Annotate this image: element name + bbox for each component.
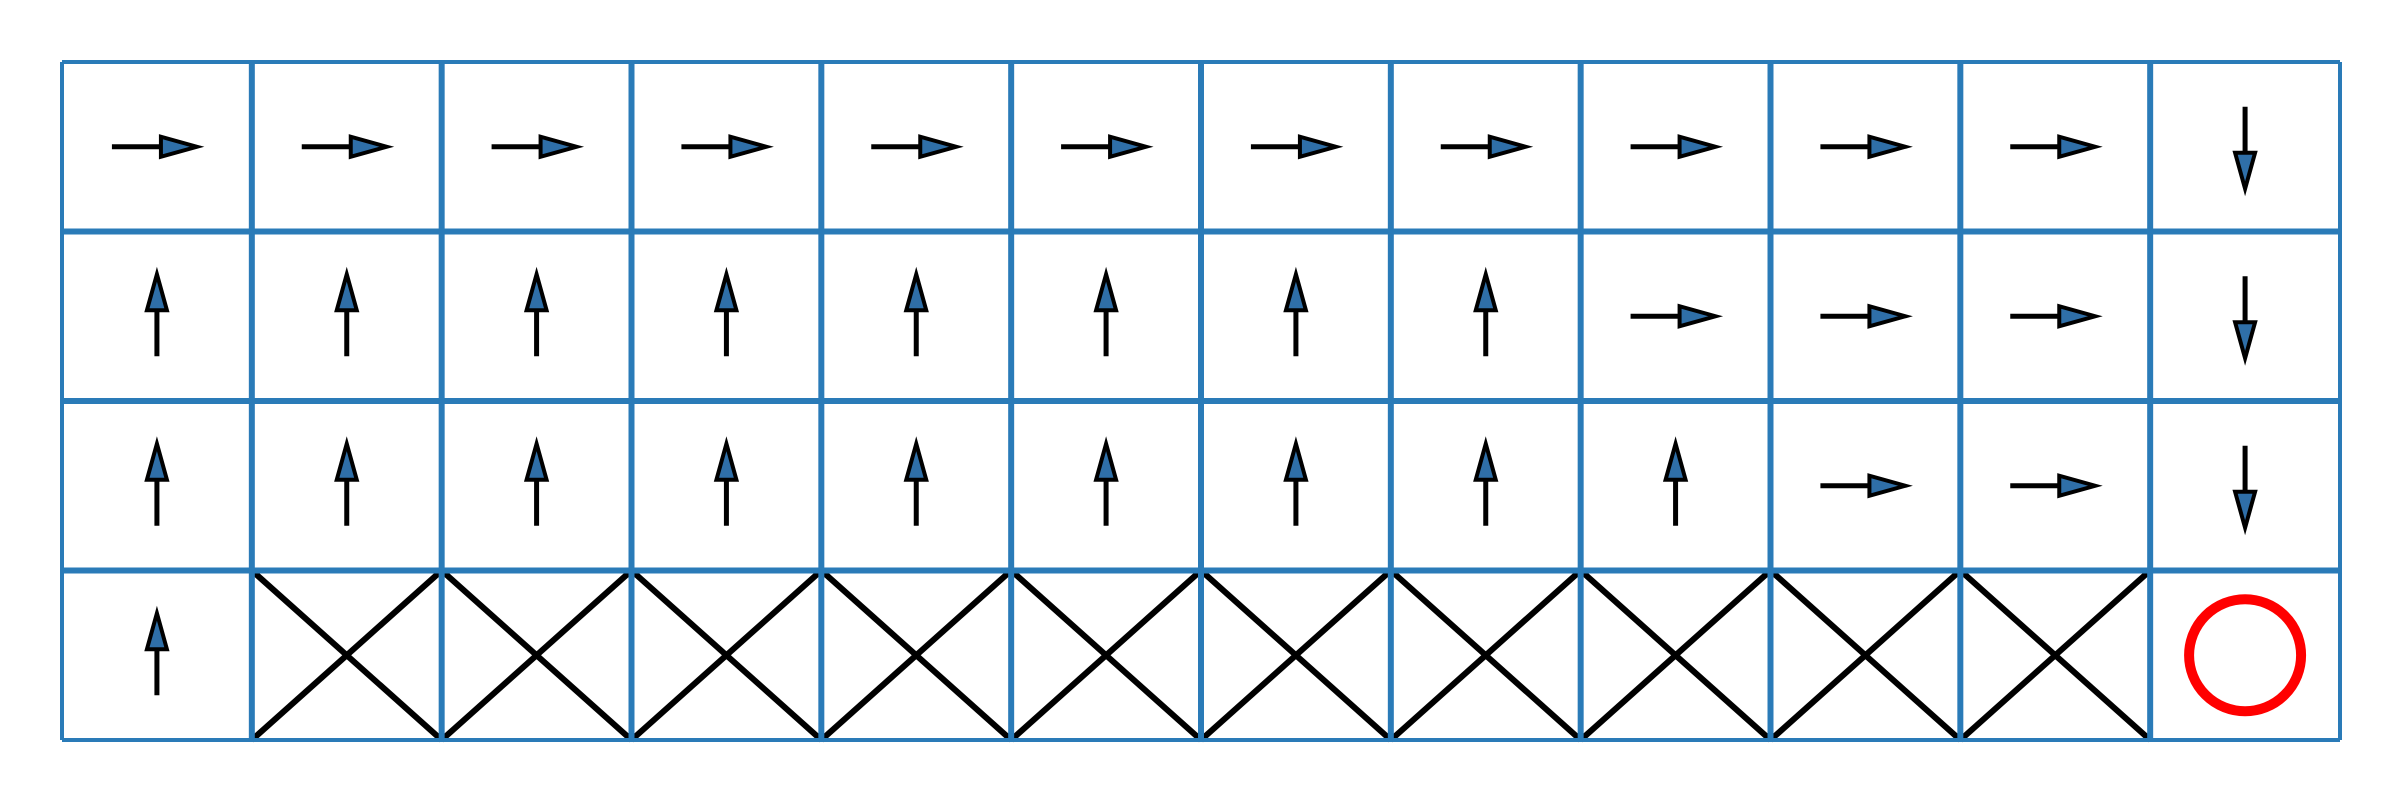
arrow-right-icon xyxy=(2010,303,2103,329)
arrow-down-icon xyxy=(2232,445,2258,536)
arrow-head xyxy=(334,266,360,313)
arrow-right-icon xyxy=(301,134,395,160)
arrow-head xyxy=(2057,473,2103,499)
arrow-head xyxy=(903,436,929,482)
arrow-up-icon xyxy=(1283,436,1309,526)
cliff-x-icon xyxy=(249,568,444,743)
arrow-up-icon xyxy=(713,436,740,526)
arrow-up-icon xyxy=(523,436,550,526)
arrow-head xyxy=(713,436,740,482)
arrow-head xyxy=(144,266,170,313)
arrow-right-icon xyxy=(1630,134,1724,160)
arrow-head xyxy=(903,266,929,313)
arrow-up-icon xyxy=(1093,266,1119,357)
arrow-right-icon xyxy=(2010,473,2103,499)
arrow-up-icon xyxy=(1473,436,1499,526)
arrow-head xyxy=(1867,134,1913,160)
arrow-right-icon xyxy=(681,134,774,160)
arrow-up-icon xyxy=(1093,436,1119,526)
cliff-x-stroke xyxy=(1768,568,1963,743)
arrow-down-icon xyxy=(2232,276,2258,366)
arrow-head xyxy=(1867,473,1913,499)
cliff-x-icon xyxy=(1578,568,1773,743)
cliff-x-stroke xyxy=(1199,568,1393,743)
arrow-head xyxy=(1108,134,1154,160)
arrow-right-icon xyxy=(2010,134,2103,160)
arrow-head xyxy=(2057,303,2103,329)
arrow-up-icon xyxy=(903,266,929,357)
cliff-x-stroke xyxy=(819,568,1014,743)
cliff-x-stroke xyxy=(1958,568,2153,743)
arrow-head xyxy=(1473,436,1499,482)
arrow-up-icon xyxy=(713,266,740,357)
cliff-x-icon xyxy=(1768,568,1963,743)
arrow-up-icon xyxy=(334,266,360,357)
arrow-right-icon xyxy=(1820,473,1913,499)
arrow-head xyxy=(334,436,360,482)
arrow-right-icon xyxy=(1630,303,1724,329)
arrow-head xyxy=(1283,266,1309,313)
arrow-up-icon xyxy=(1662,436,1689,526)
arrow-head xyxy=(1677,134,1724,160)
arrow-head xyxy=(348,134,395,160)
arrow-head xyxy=(1297,134,1344,160)
arrow-head xyxy=(1283,436,1309,482)
grid-lines xyxy=(60,60,2342,742)
arrow-head xyxy=(2232,320,2258,366)
arrow-up-icon xyxy=(523,266,550,357)
arrow-right-icon xyxy=(491,134,585,160)
arrow-head xyxy=(2232,150,2258,197)
arrow-head xyxy=(1677,303,1724,329)
goal-circle-icon xyxy=(2184,594,2307,717)
cells-layer xyxy=(111,106,2307,743)
cliff-x-stroke xyxy=(1009,568,1203,743)
arrow-right-icon xyxy=(111,134,205,160)
cliff-x-icon xyxy=(819,568,1014,743)
cliff-x-icon xyxy=(629,568,824,743)
arrow-up-icon xyxy=(144,266,170,357)
arrow-right-icon xyxy=(1061,134,1154,160)
arrow-up-icon xyxy=(144,605,170,696)
cliff-x-stroke xyxy=(629,568,824,743)
arrow-right-icon xyxy=(1250,134,1344,160)
cliff-x-icon xyxy=(439,568,634,743)
arrow-head xyxy=(2232,489,2258,536)
arrow-down-icon xyxy=(2232,106,2258,197)
arrow-head xyxy=(1487,134,1534,160)
arrow-head xyxy=(1093,266,1119,313)
cliff-x-stroke xyxy=(439,568,634,743)
arrow-head xyxy=(158,134,205,160)
arrow-up-icon xyxy=(144,436,170,526)
cliff-x-icon xyxy=(1388,568,1583,743)
arrow-head xyxy=(2057,134,2103,160)
arrow-right-icon xyxy=(1820,303,1913,329)
arrow-up-icon xyxy=(1473,266,1499,357)
cliff-x-icon xyxy=(1009,568,1203,743)
goal-ring xyxy=(2184,594,2307,717)
arrow-up-icon xyxy=(1283,266,1309,357)
arrow-head xyxy=(918,134,964,160)
arrow-head xyxy=(1473,266,1499,313)
arrow-head xyxy=(144,605,170,652)
arrow-up-icon xyxy=(334,436,360,526)
arrow-head xyxy=(523,266,550,313)
arrow-head xyxy=(1867,303,1913,329)
arrow-head xyxy=(144,436,170,482)
arrow-head xyxy=(1093,436,1119,482)
cliff-x-stroke xyxy=(1388,568,1583,743)
cliff-x-icon xyxy=(1199,568,1393,743)
arrow-up-icon xyxy=(903,436,929,526)
arrow-head xyxy=(1662,436,1689,482)
arrow-right-icon xyxy=(871,134,964,160)
cliff-x-icon xyxy=(1958,568,2153,743)
arrow-head xyxy=(713,266,740,313)
arrow-head xyxy=(728,134,774,160)
cliff-x-stroke xyxy=(249,568,444,743)
arrow-head xyxy=(538,134,585,160)
cliff-x-stroke xyxy=(1578,568,1773,743)
arrow-right-icon xyxy=(1440,134,1534,160)
arrow-head xyxy=(523,436,550,482)
arrow-right-icon xyxy=(1820,134,1913,160)
